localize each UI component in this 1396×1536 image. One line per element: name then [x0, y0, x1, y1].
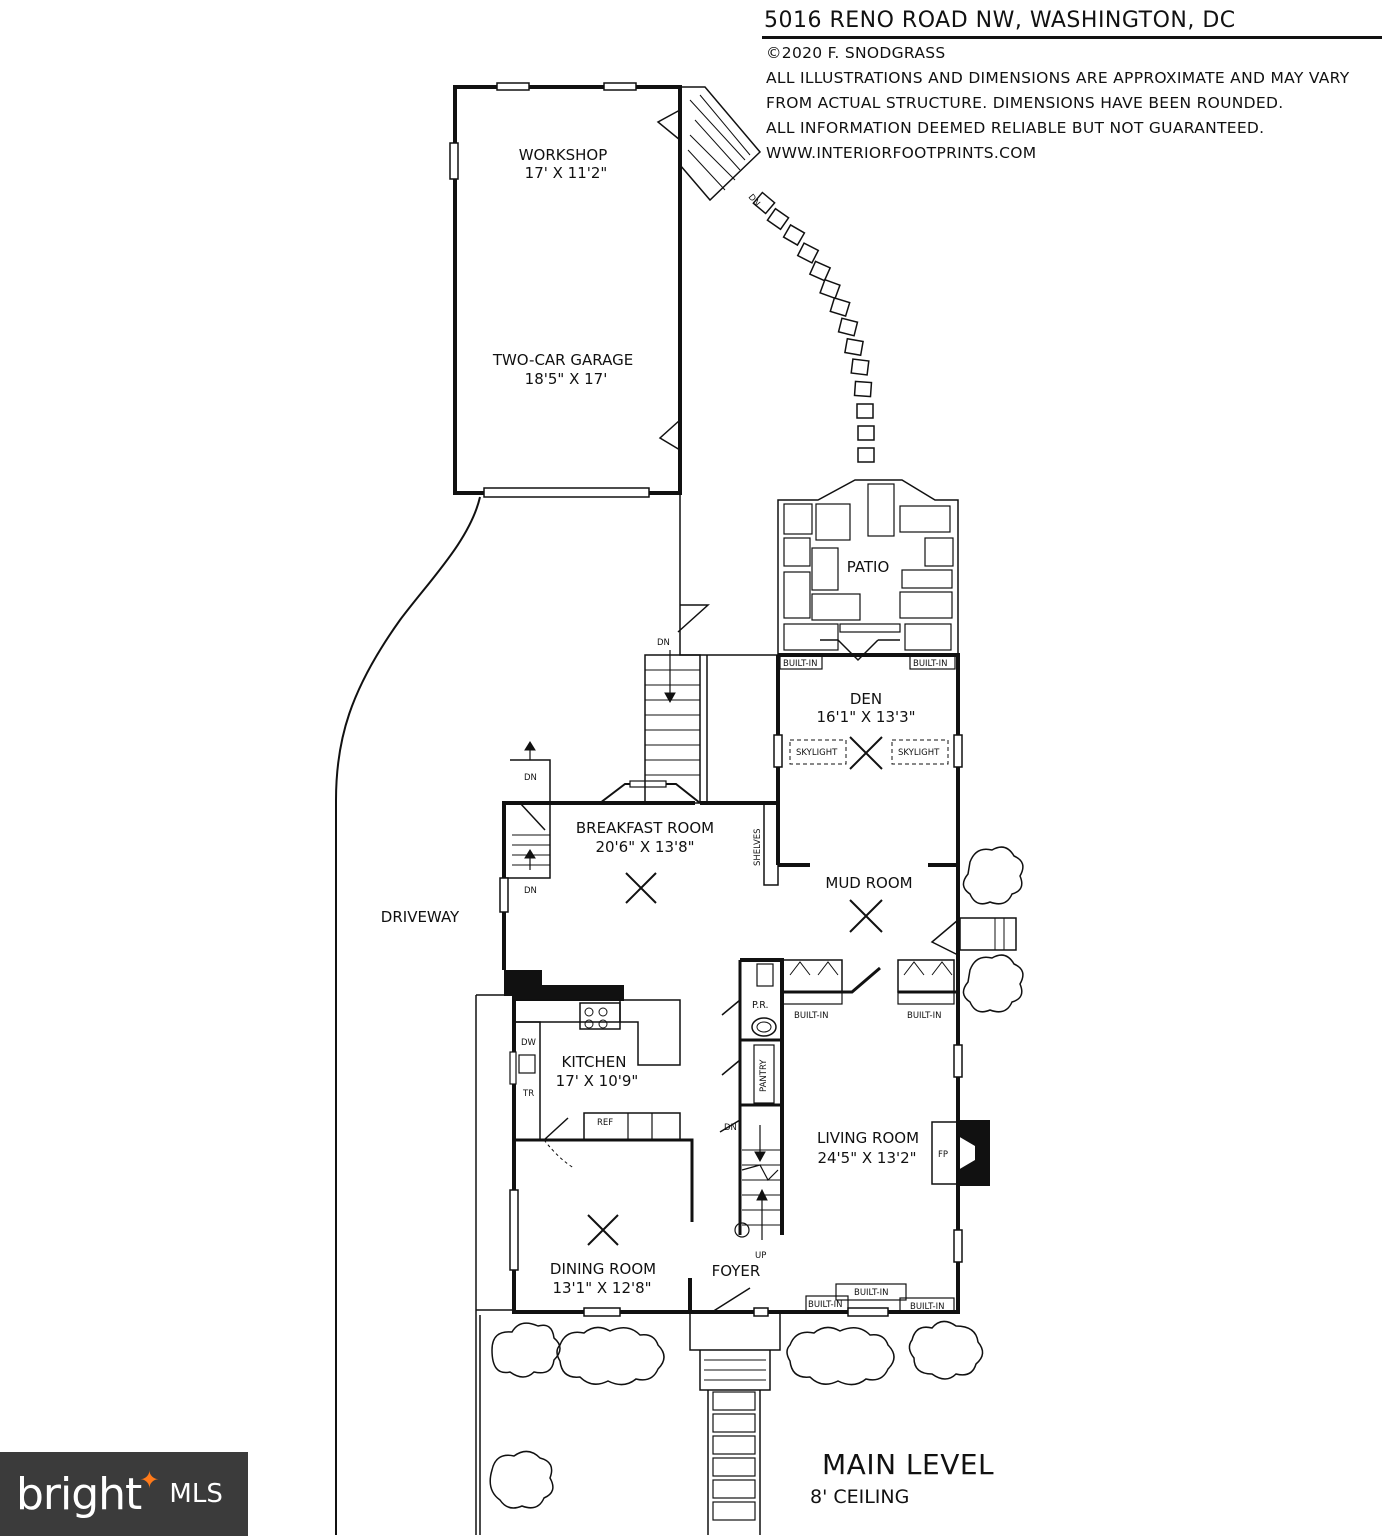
garage-label: TWO-CAR GARAGE [492, 351, 633, 369]
fireplace [931, 1121, 959, 1185]
foyer-label: FOYER [712, 1262, 761, 1280]
main-stairs-dn: DN [724, 1123, 737, 1133]
garage-door [483, 487, 650, 498]
rear-stairs-dn: DN [524, 773, 537, 783]
workshop-label: WORKSHOP [519, 146, 608, 164]
shelves [763, 802, 779, 886]
driveway-curb [335, 496, 481, 1535]
logo-suffix: MLS [169, 1479, 223, 1509]
trash-label: TR [522, 1089, 534, 1099]
mud-built-in-right: BUILT-IN [907, 1011, 941, 1021]
basement-stairs-dn: DN [657, 638, 670, 648]
bright-mls-logo: bright ✦ MLS [0, 1452, 248, 1536]
website-text: WWW.INTERIORFOOTPRINTS.COM [766, 144, 1037, 162]
patio-label: PATIO [847, 558, 890, 576]
kitchen-label: KITCHEN [562, 1053, 627, 1071]
ceiling-height: 8' CEILING [810, 1486, 910, 1508]
shelves-label: SHELVES [753, 828, 763, 866]
refrigerator-label: REF [597, 1118, 613, 1128]
kitchen-size: 17' X 10'9" [556, 1072, 639, 1090]
living-built-in-2: BUILT-IN [854, 1288, 888, 1298]
den-built-in-right: BUILT-IN [913, 659, 947, 669]
den-label: DEN [850, 690, 882, 708]
ceiling-fan-den [849, 736, 883, 770]
main-stairs-up: UP [755, 1251, 766, 1261]
logo-star-icon: ✦ [139, 1466, 160, 1494]
pantry-label: PANTRY [759, 1059, 769, 1092]
driveway-label: DRIVEWAY [381, 908, 460, 926]
logo-wordmark: bright [16, 1468, 142, 1520]
mud-room-label: MUD ROOM [825, 874, 912, 892]
powder-room-label: P.R. [752, 1000, 769, 1011]
skylight-right: SKYLIGHT [898, 748, 940, 758]
living-built-in-3: BUILT-IN [910, 1302, 944, 1312]
disclaimer-line-1: ALL ILLUSTRATIONS AND DIMENSIONS ARE APP… [766, 69, 1350, 87]
stepping-stone-path [752, 191, 875, 463]
copyright-text: ©2020 F. SNODGRASS [766, 44, 946, 62]
workshop-stairs-dn: DN [746, 193, 762, 209]
living-built-in-1: BUILT-IN [808, 1300, 842, 1310]
dining-room-label: DINING ROOM [550, 1260, 656, 1278]
ceiling-fan-breakfast [625, 872, 657, 904]
address-title: 5016 RENO ROAD NW, WASHINGTON, DC [764, 8, 1236, 33]
house-exterior-walls [512, 653, 960, 1314]
workshop-size: 17' X 11'2" [525, 164, 608, 182]
side-yard-line [475, 994, 514, 1535]
dishwasher-label: DW [521, 1038, 537, 1048]
rear-stairs-dn-lower: DN [524, 886, 537, 896]
workshop-exterior-stairs [679, 86, 762, 202]
disclaimer-line-2: FROM ACTUAL STRUCTURE. DIMENSIONS HAVE B… [766, 94, 1284, 112]
living-room-size: 24'5" X 13'2" [817, 1149, 916, 1167]
den-built-in-left: BUILT-IN [783, 659, 817, 669]
header-rule [762, 36, 1382, 39]
shrubs [489, 846, 1024, 1509]
fireplace-label: FP [938, 1150, 948, 1160]
skylight-left: SKYLIGHT [796, 748, 838, 758]
breakfast-size: 20'6" X 13'8" [595, 838, 694, 856]
garage-size: 18'5" X 17' [525, 370, 608, 388]
ceiling-fan-mud [849, 899, 883, 933]
dining-room-size: 13'1" X 12'8" [552, 1279, 651, 1297]
disclaimer-line-3: ALL INFORMATION DEEMED RELIABLE BUT NOT … [766, 119, 1265, 137]
mud-built-in-left: BUILT-IN [794, 1011, 828, 1021]
ceiling-fan-dining [587, 1214, 619, 1246]
level-title: MAIN LEVEL [822, 1448, 995, 1481]
breakfast-label: BREAKFAST ROOM [576, 819, 714, 837]
basement-stairs [644, 654, 701, 804]
living-room-label: LIVING ROOM [817, 1129, 919, 1147]
den-size: 16'1" X 13'3" [816, 708, 915, 726]
